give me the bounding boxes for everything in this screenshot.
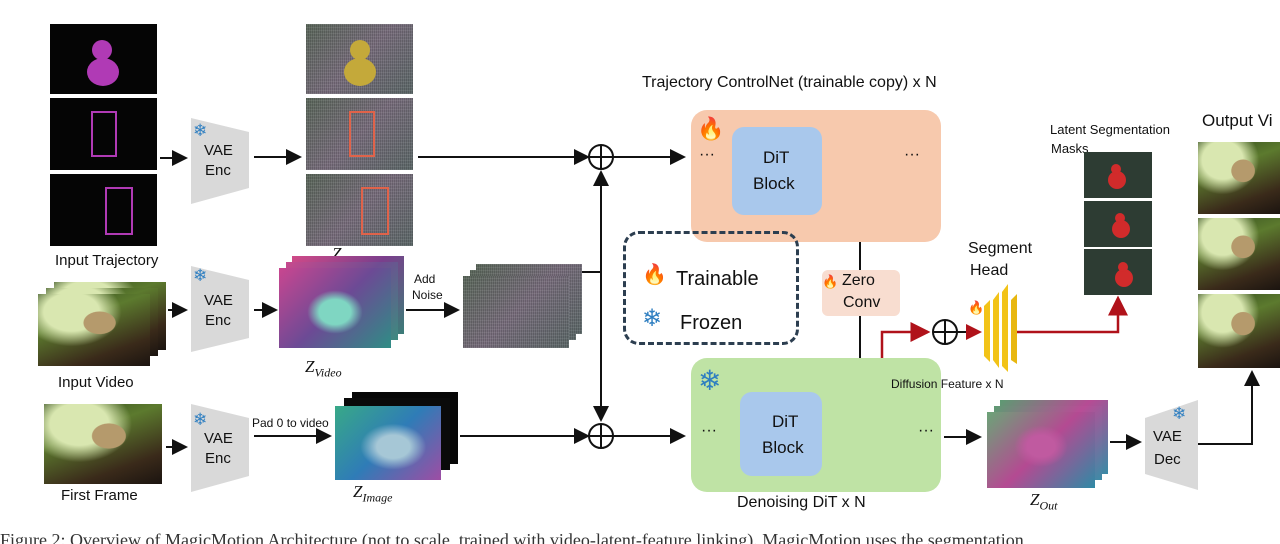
diffusion-feature-label: Diffusion Feature x N — [891, 377, 1004, 391]
denoise-ellipsis-in: ··· — [701, 422, 717, 439]
vae-enc-traj-line1: VAE — [204, 142, 233, 159]
seg-masks-line2: Masks — [1051, 141, 1089, 156]
output-frame-3 — [1198, 294, 1280, 368]
sum-node-segment — [932, 319, 958, 345]
legend-frozen: Frozen — [680, 312, 743, 334]
first-frame-label: First Frame — [61, 487, 138, 504]
vae-dec-line1: VAE — [1153, 428, 1182, 445]
vae-dec-shape — [1145, 400, 1198, 490]
snowflake-icon: ❄ — [193, 266, 208, 285]
sum-node-bottom — [588, 423, 614, 449]
denoise-dit-block — [740, 392, 822, 476]
z-trajectory-frame-2 — [306, 98, 413, 170]
vae-enc-frame-shape — [191, 404, 249, 492]
z-trajectory-frame-3 — [306, 174, 413, 246]
video-frame-front — [38, 294, 150, 366]
pad-zero-label: Pad 0 to video — [252, 416, 329, 430]
seg-mask-1 — [1084, 152, 1152, 198]
controlnet-block-line1: DiT — [763, 148, 790, 167]
controlnet-title: Trajectory ControlNet (trainable copy) x… — [642, 74, 937, 91]
denoise-block-line2: Block — [762, 438, 804, 457]
vae-enc-video-shape — [191, 266, 249, 352]
red-arrow-head-to-masks — [1012, 295, 1128, 334]
flame-icon: 🔥 — [697, 116, 725, 141]
trajectory-frame-3 — [50, 174, 157, 246]
vae-enc-video-line1: VAE — [204, 292, 233, 309]
seg-mask-2 — [1084, 201, 1152, 247]
snowflake-icon: ❄ — [1172, 404, 1187, 423]
output-frame-1 — [1198, 142, 1280, 214]
trajectory-frame-1 — [50, 24, 157, 94]
trajectory-frame-2 — [50, 98, 157, 170]
vae-enc-frame-line2: Enc — [205, 450, 231, 467]
controlnet-dit-block — [732, 127, 822, 215]
controlnet-block-line2: Block — [753, 174, 795, 193]
z-out-label: ZOut — [1030, 490, 1058, 513]
zero-conv-box — [822, 270, 900, 316]
denoise-ellipsis-out: ··· — [918, 422, 934, 439]
z-out-frame-front — [987, 412, 1095, 488]
snowflake-icon: ❄ — [698, 365, 722, 396]
input-video-label: Input Video — [58, 374, 134, 391]
first-frame-image — [44, 404, 162, 484]
z-trajectory-frame-1 — [306, 24, 413, 94]
zero-conv-line2: Conv — [843, 294, 881, 311]
controlnet-ellipsis-in: ··· — [699, 146, 715, 163]
controlnet-ellipsis-out: ··· — [904, 146, 920, 163]
vae-enc-frame-line1: VAE — [204, 430, 233, 447]
noise-frame-front — [463, 276, 569, 348]
flame-icon: 🔥 — [968, 300, 985, 315]
snowflake-icon: ❄ — [642, 305, 663, 332]
z-image-label: ZImage — [353, 482, 393, 505]
add-noise-line1: Add — [414, 272, 436, 286]
snowflake-icon: ❄ — [193, 410, 208, 429]
vae-enc-video-line2: Enc — [205, 312, 231, 329]
z-image-frame — [335, 406, 441, 480]
output-frame-2 — [1198, 218, 1280, 290]
flame-icon: 🔥 — [822, 274, 839, 289]
legend-trainable: Trainable — [676, 268, 759, 290]
arrow-dec-to-output — [1198, 370, 1260, 445]
z-video-frame-front — [279, 268, 391, 348]
snowflake-icon: ❄ — [193, 121, 208, 140]
vae-enc-traj-line2: Enc — [205, 162, 231, 179]
add-noise-line2: Noise — [412, 288, 443, 302]
figure-caption: Figure 2: Overview of MagicMotion Archit… — [0, 530, 1024, 544]
seg-mask-3 — [1084, 249, 1152, 295]
segment-head-line1: Segment — [968, 240, 1033, 257]
vae-dec-line2: Dec — [1154, 451, 1181, 468]
denoising-title: Denoising DiT x N — [737, 494, 866, 511]
segment-head-line2: Head — [970, 262, 1009, 279]
zero-conv-line1: Zero — [842, 272, 875, 289]
segment-head-block — [984, 284, 1017, 372]
z-video-label: ZVideo — [305, 357, 342, 380]
vae-enc-traj-shape — [191, 118, 249, 204]
flame-icon: 🔥 — [642, 264, 667, 286]
denoise-block-line1: DiT — [772, 412, 799, 431]
seg-masks-line1: Latent Segmentation — [1050, 122, 1170, 137]
output-video-label: Output Vi — [1202, 111, 1273, 130]
legend-box — [623, 231, 799, 345]
sum-node-top — [588, 144, 614, 170]
input-trajectory-label: Input Trajectory — [55, 252, 159, 269]
